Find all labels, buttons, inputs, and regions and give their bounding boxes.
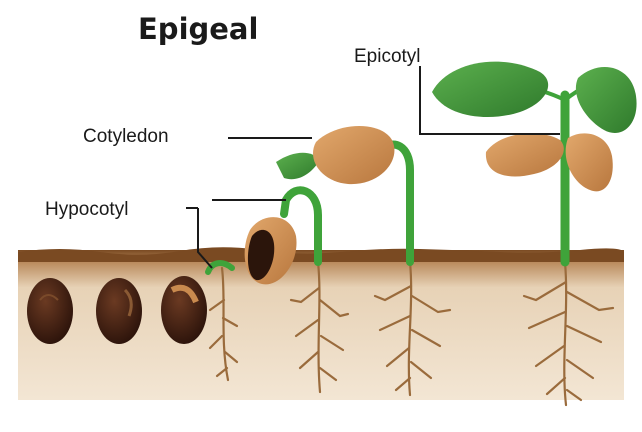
- diagram-title: Epigeal: [138, 12, 258, 46]
- seed-stage-1: [27, 278, 73, 344]
- label-epicotyl: Epicotyl: [354, 46, 421, 68]
- seed-stage-2: [96, 278, 142, 344]
- label-hypocotyl: Hypocotyl: [45, 199, 128, 221]
- leaf-right: [576, 67, 637, 133]
- cotyledon-right: [566, 133, 613, 191]
- label-cotyledon: Cotyledon: [83, 126, 169, 148]
- leaf-left: [432, 62, 548, 117]
- cotyledon-left: [486, 133, 564, 176]
